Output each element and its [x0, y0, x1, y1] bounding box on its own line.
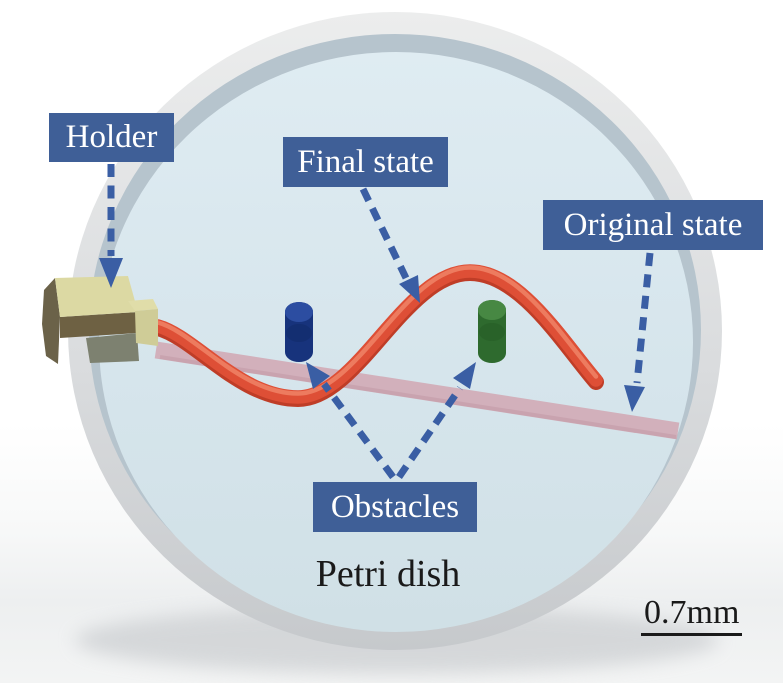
dish-interior — [99, 52, 693, 632]
obstacle-green — [478, 300, 506, 363]
label-holder: Holder — [49, 113, 174, 162]
final-state-arrow — [359, 187, 420, 303]
original-state-rod — [154, 341, 680, 440]
label-final-state: Final state — [283, 137, 448, 187]
label-holder-text: Holder — [65, 119, 158, 155]
label-obstacles: Obstacles — [313, 482, 477, 532]
original-state-arrow — [624, 252, 654, 412]
petri-dish-caption: Petri dish — [315, 553, 461, 595]
obstacle-blue — [285, 302, 313, 362]
obstacles-arrow-left — [306, 362, 396, 480]
label-original-state: Original state — [543, 200, 763, 250]
obstacles-arrow-right — [396, 362, 476, 479]
scale-bar: 0.7mm — [641, 594, 743, 637]
label-final-state-text: Final state — [297, 143, 434, 180]
scale-bar-label: 0.7mm — [644, 594, 740, 631]
label-obstacles-text: Obstacles — [330, 488, 460, 525]
holder-block — [42, 276, 158, 364]
holder-arrow — [99, 164, 123, 288]
label-original-state-text: Original state — [563, 206, 743, 243]
final-state-wire — [150, 264, 604, 408]
